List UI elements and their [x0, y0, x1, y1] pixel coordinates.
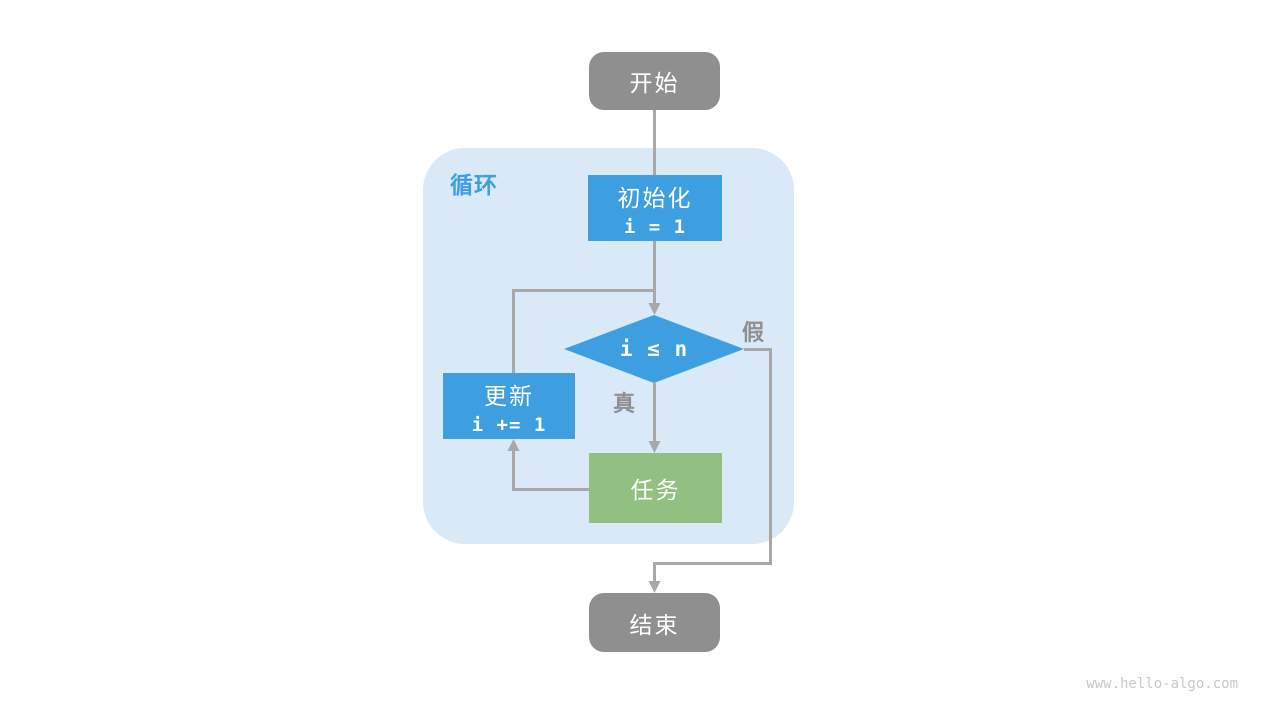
node-start: 开始: [589, 52, 720, 110]
node-init-code: i = 1: [623, 215, 687, 238]
node-task: 任务: [589, 453, 722, 523]
node-task-label: 任务: [630, 477, 681, 503]
loop-label: 循环: [450, 172, 498, 198]
node-update: 更新 i += 1: [443, 373, 575, 439]
node-update-code: i += 1: [471, 413, 547, 436]
node-init: 初始化 i = 1: [588, 175, 722, 241]
node-init-title: 初始化: [617, 184, 693, 211]
node-update-title: 更新: [484, 382, 534, 409]
edge-label-true: 真: [613, 391, 636, 416]
node-end: 结束: [589, 593, 720, 652]
node-condition-label: i ≤ n: [619, 337, 689, 361]
watermark-text: www.hello-algo.com: [1086, 676, 1238, 692]
node-start-label: 开始: [629, 70, 680, 96]
edge-label-false: 假: [742, 320, 765, 345]
node-end-label: 结束: [629, 611, 680, 638]
